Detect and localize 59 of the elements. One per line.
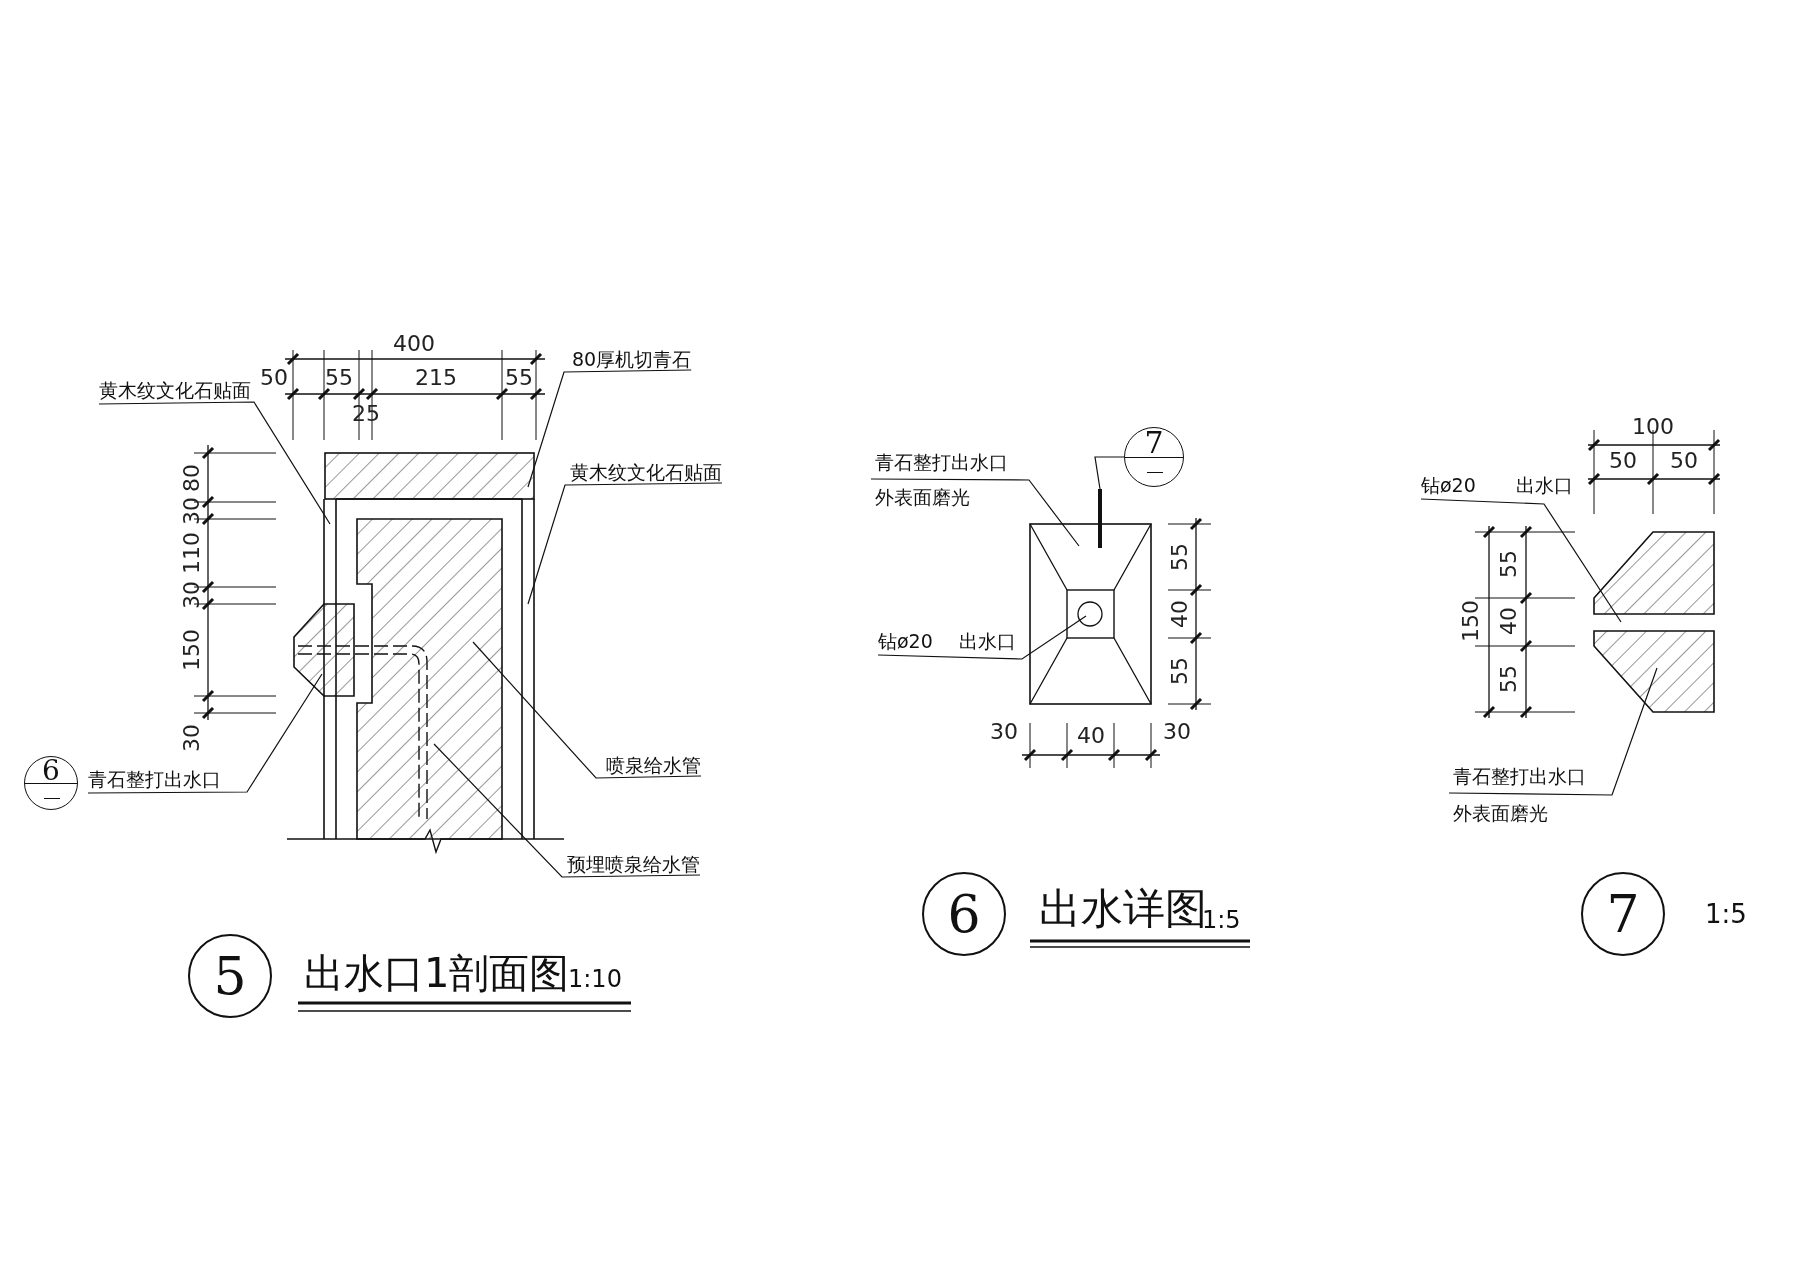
annotation-text: 钻ø20 bbox=[878, 630, 933, 652]
annotation-text: 黄木纹文化石贴面 bbox=[99, 379, 251, 401]
leader-line bbox=[87, 673, 323, 794]
dimension-text: 40 bbox=[1497, 607, 1521, 635]
dimension-text: 80 bbox=[180, 464, 204, 492]
drill-hole bbox=[1077, 601, 1103, 627]
leader-line bbox=[433, 743, 701, 878]
annotation-text: 青石整打出水口 bbox=[1453, 765, 1586, 787]
dimension-text: 55 bbox=[1497, 550, 1521, 578]
annotation-text: 出水口 bbox=[1515, 474, 1573, 496]
dimension-text: 150 bbox=[180, 629, 204, 671]
dimension-text: 55 bbox=[1168, 657, 1192, 685]
dimension-text: 30 bbox=[180, 497, 204, 525]
leader-line bbox=[877, 615, 1087, 660]
dimension-text: 30 bbox=[180, 724, 204, 752]
section-cut-mark bbox=[1098, 489, 1102, 548]
leader-line bbox=[527, 369, 692, 488]
annotation-text: 钻ø20 bbox=[1421, 474, 1476, 496]
stone-block bbox=[1029, 523, 1152, 705]
annotation-text: 喷泉给水管 bbox=[606, 754, 701, 776]
dimension-text: 215 bbox=[415, 366, 457, 390]
leader-line bbox=[1420, 498, 1622, 623]
detail-number-circle: 6 bbox=[922, 872, 1006, 956]
annotation-text: 外表面磨光 bbox=[1453, 802, 1548, 824]
dimension-text: 30 bbox=[180, 581, 204, 609]
dimension-text: 100 bbox=[1632, 415, 1674, 439]
detail-number-circle: 5 bbox=[188, 934, 272, 1018]
leader-line bbox=[472, 641, 702, 779]
leader-line bbox=[1094, 456, 1125, 490]
annotation-text: 80厚机切青石 bbox=[572, 348, 692, 370]
dimension-text: 25 bbox=[352, 402, 380, 426]
dimension-text: 150 bbox=[1459, 600, 1483, 642]
scale-label: 1:10 bbox=[568, 964, 622, 994]
annotation-text: 黄木纹文化石贴面 bbox=[570, 461, 722, 483]
dimension-text: 55 bbox=[325, 366, 353, 390]
annotation-text: 青石整打出水口 bbox=[88, 768, 221, 790]
dimension-text: 110 bbox=[180, 532, 204, 574]
annotation-text: 出水口 bbox=[958, 630, 1016, 652]
annotation-text: 外表面磨光 bbox=[875, 486, 970, 508]
dimension-text: 40 bbox=[1077, 724, 1105, 748]
dimension-text: 50 bbox=[260, 366, 288, 390]
annotation-text: 预埋喷泉给水管 bbox=[567, 853, 700, 875]
leader-line bbox=[98, 401, 331, 525]
detail-number-circle: 7 bbox=[1581, 872, 1665, 956]
dimension-text: 55 bbox=[1168, 543, 1192, 571]
dimension-text: 55 bbox=[1497, 665, 1521, 693]
dimension-text: 50 bbox=[1609, 449, 1637, 473]
drawing-title: 出水口1剖面图 bbox=[304, 950, 570, 996]
leader-line bbox=[870, 478, 1080, 547]
dimension-text: 400 bbox=[393, 332, 435, 356]
leader-line bbox=[1448, 667, 1658, 796]
dimension-text: 50 bbox=[1670, 449, 1698, 473]
leader-line bbox=[527, 482, 723, 605]
dimension-text: 40 bbox=[1168, 600, 1192, 628]
dimension-text: 30 bbox=[1163, 720, 1191, 744]
annotation-text: 青石整打出水口 bbox=[875, 451, 1008, 473]
dimension-text: 55 bbox=[505, 366, 533, 390]
scale-label: 1:5 bbox=[1705, 898, 1747, 930]
dimension-text: 30 bbox=[990, 720, 1018, 744]
